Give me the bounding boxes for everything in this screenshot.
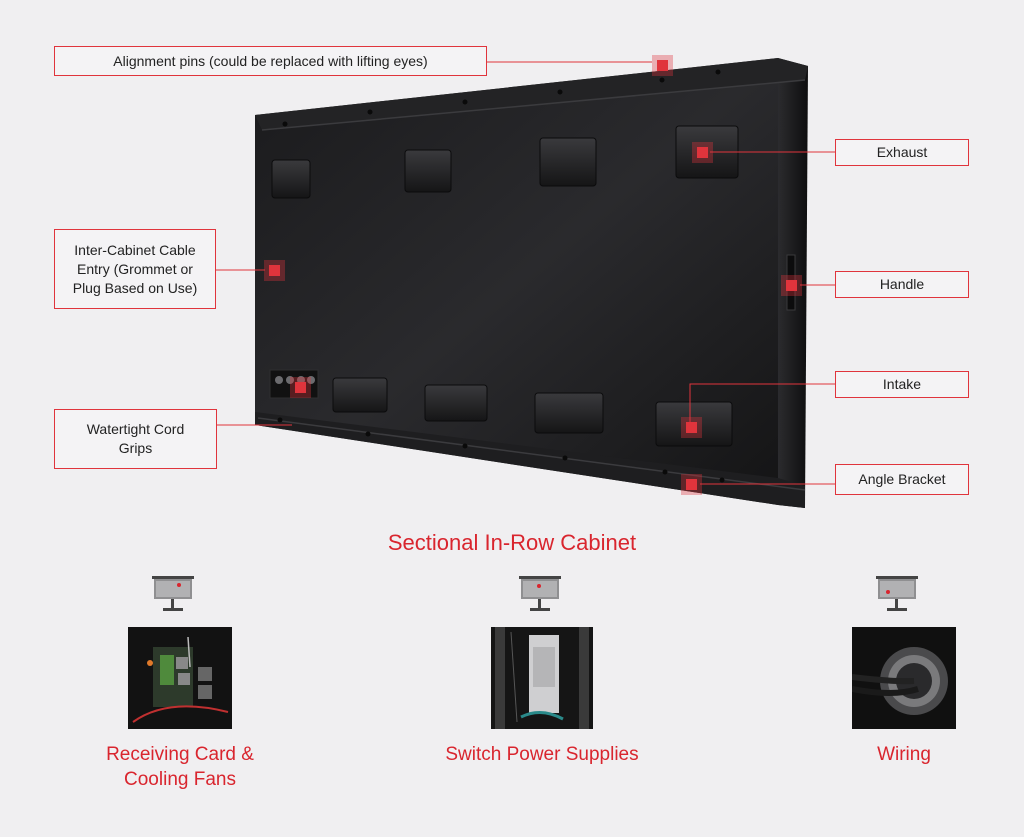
- callout-handle-text: Handle: [879, 276, 925, 292]
- callout-alignment-pins: Alignment pins (could be replaced with l…: [54, 46, 487, 76]
- diagram-title: Sectional In-Row Cabinet: [387, 530, 637, 555]
- callout-intake-text: Intake: [882, 376, 922, 392]
- callout-inter-cabinet-cable-entry: Inter-Cabinet Cable Entry (Grommet or Pl…: [54, 229, 216, 309]
- callout-exhaust: Exhaust: [835, 139, 969, 166]
- caption-receiving-card: Receiving Card & Cooling Fans: [106, 744, 254, 790]
- receiving-card-photo: [128, 627, 232, 729]
- caption-switch-power-supplies: Switch Power Supplies: [445, 744, 639, 765]
- monitor-icon: [876, 576, 918, 611]
- callout-exhaust-text: Exhaust: [876, 144, 928, 160]
- callout-angle-bracket-text: Angle Bracket: [858, 471, 946, 487]
- callout-handle: Handle: [835, 271, 969, 298]
- callout-alignment-pins-text: Alignment pins (could be replaced with l…: [113, 52, 428, 69]
- wiring-photo: [852, 627, 956, 729]
- callout-angle-bracket: Angle Bracket: [835, 464, 969, 495]
- monitor-icon: [519, 576, 561, 611]
- callout-cord-grips-text: Watertight Cord Grips: [86, 421, 185, 456]
- callout-watertight-cord-grips: Watertight Cord Grips: [54, 409, 217, 469]
- callout-inter-cabinet-text: Inter-Cabinet Cable Entry (Grommet or Pl…: [72, 241, 198, 296]
- callout-intake: Intake: [835, 371, 969, 398]
- monitor-icon: [152, 576, 194, 611]
- caption-wiring: Wiring: [877, 744, 931, 765]
- power-supply-photo: [491, 627, 593, 729]
